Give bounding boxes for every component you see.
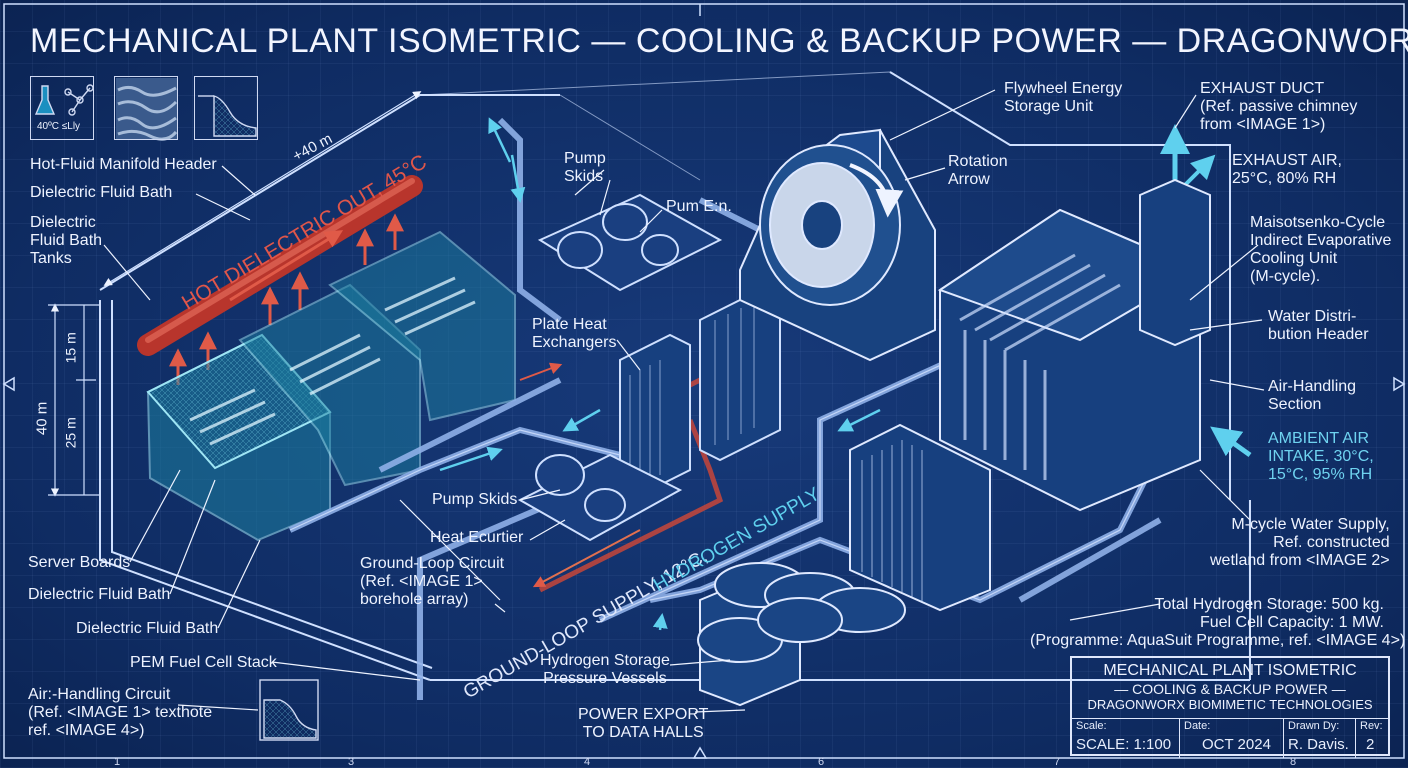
fuel-cell-stack <box>849 423 991 612</box>
tb-date-cell: Date:OCT 2024 <box>1180 718 1284 758</box>
tb-line1: MECHANICAL PLANT ISOMETRIC <box>1103 662 1357 679</box>
callout-bath-low: Dielectric Fluid Bath <box>76 620 219 637</box>
drawing-title: MECHANICAL PLANT ISOMETRIC — COOLING & B… <box>30 22 1408 60</box>
tb-drawn-cell: Drawn Dy:R. Davis. <box>1284 718 1356 758</box>
tb-line3: DRAGONWORX BIOMIMETIC TECHNOLOGIES <box>1087 697 1373 712</box>
ruler-mark-3: 3 <box>348 756 355 768</box>
tb-scale-cell: Scale:SCALE: 1:100 <box>1072 718 1180 758</box>
callout-pem: PEM Fuel Cell Stack <box>130 654 277 671</box>
note-fuel-cell: Fuel Cell Capacity: 1 MW. <box>1199 613 1384 631</box>
plate-heat-exchangers <box>619 288 781 497</box>
inset-profile-icon <box>259 679 319 741</box>
callout-server-boards: Server Boards <box>28 554 131 571</box>
ruler-mark-4: 4 <box>584 756 591 768</box>
callout-pump-skids-low: Pump Skids <box>432 491 518 508</box>
callout-bath-mid: Dielectric Fluid Bath <box>28 586 171 603</box>
chemistry-icon <box>34 84 94 116</box>
terrain-profile-icon-box <box>194 76 258 140</box>
tb-line2: — COOLING & BACKUP POWER — <box>1114 681 1346 697</box>
ruler-mark-8: 8 <box>1290 756 1297 768</box>
tb-rev-cell: Rev:2 <box>1356 718 1388 758</box>
note-programme: (Programme: AquaSuit Programme, ref. <IM… <box>1030 631 1406 649</box>
callout-ground-loop: Ground-Loop Circuit(Ref. <IMAGE 1>boreho… <box>360 555 505 608</box>
title-block: MECHANICAL PLANT ISOMETRIC — COOLING & B… <box>1070 656 1390 758</box>
callout-exhaust-air: EXHAUST AIR,25°C, 80% RH <box>1232 152 1342 187</box>
callout-hot-manifold: Hot-Fluid Manifold Header <box>30 156 217 173</box>
hydrogen-vessels <box>697 562 906 707</box>
chemistry-icon-box: 40ºC ≤Lly <box>30 76 94 140</box>
pump-skids-low <box>517 453 683 542</box>
notes-block: Total Hydrogen Storage: 500 kg. Fuel Cel… <box>1030 596 1406 650</box>
note-hydrogen: Total Hydrogen Storage: 500 kg. <box>1154 596 1384 613</box>
chemistry-icon-caption: 40ºC ≤Lly <box>37 121 81 132</box>
callout-heat-ec: Heat Ecurtier <box>430 529 524 546</box>
dim-25: 25 m <box>62 417 79 449</box>
ruler-mark-6: 6 <box>818 756 825 768</box>
dim-40-left: 40 m <box>33 401 51 436</box>
texture-swatch-icon-box <box>114 76 178 140</box>
ruler-mark-1: 1 <box>114 756 121 768</box>
callout-bath-top: Dielectric Fluid Bath <box>30 184 173 201</box>
callout-pum-en: Pum E:n. <box>666 198 732 215</box>
ruler-mark-7: 7 <box>1054 756 1061 768</box>
dim-15: 15 m <box>62 332 79 364</box>
terrain-profile-icon <box>198 95 257 137</box>
exhaust-chimney <box>1139 178 1211 347</box>
callout-air-circuit: Air:-Handling Circuit(Ref. <IMAGE 1> tex… <box>28 686 213 739</box>
flywheel-unit <box>739 128 936 362</box>
texture-swatch-icon <box>116 78 178 141</box>
pump-skids-top <box>537 193 723 292</box>
callout-water-header: Water Distri-bution Header <box>1268 308 1369 343</box>
